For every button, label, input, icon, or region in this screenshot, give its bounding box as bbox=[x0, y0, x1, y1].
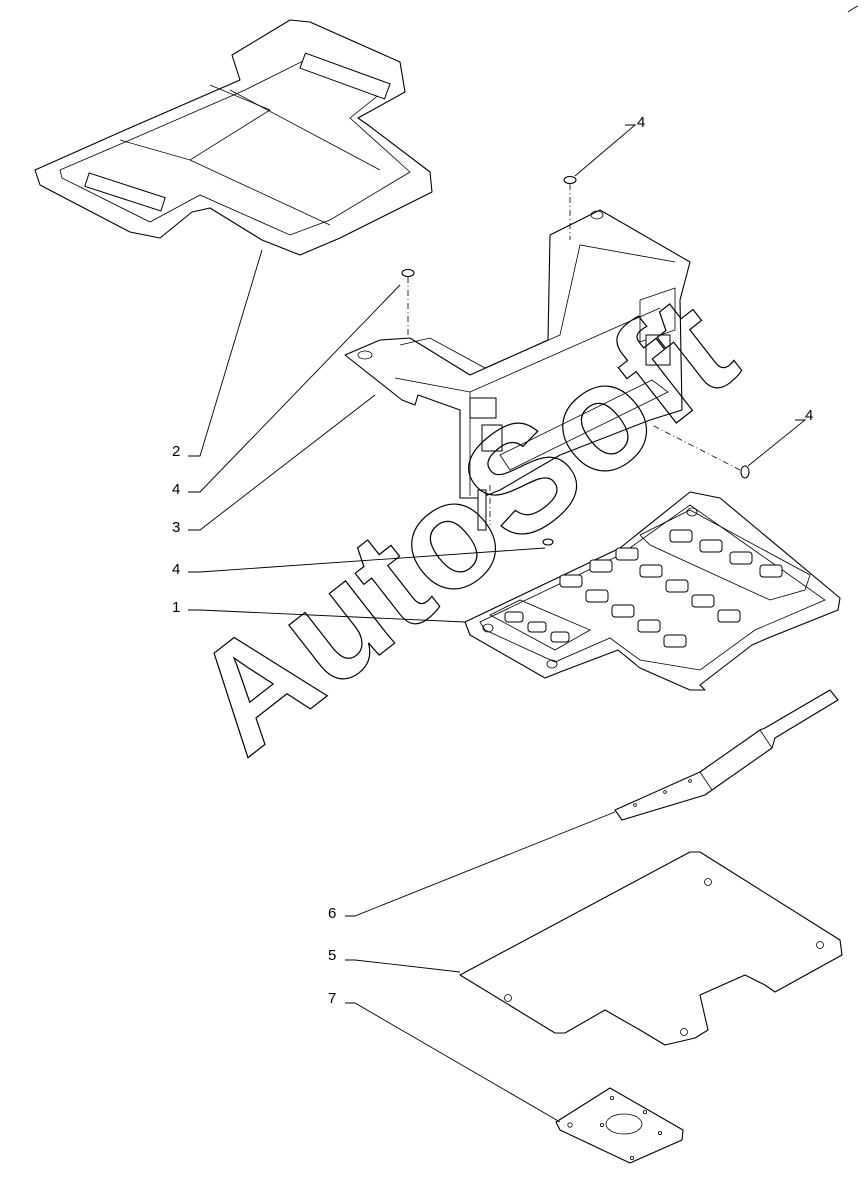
fastener-b bbox=[401, 268, 415, 278]
part-7-mounting-plate bbox=[555, 1087, 684, 1164]
callout-2: 2 bbox=[172, 443, 180, 460]
corner-mark-icon bbox=[847, 5, 859, 13]
callout-3: 3 bbox=[172, 519, 180, 536]
part-2-upper-mat bbox=[34, 19, 433, 256]
fastener-a bbox=[563, 175, 577, 185]
part-1-lower-tray bbox=[464, 491, 841, 691]
part-4-fasteners bbox=[401, 175, 750, 546]
callout-4-d: 4 bbox=[805, 407, 813, 424]
part-3-riser-panel bbox=[344, 209, 691, 499]
fastener-d bbox=[542, 538, 554, 546]
callout-6: 6 bbox=[328, 905, 336, 922]
callout-5: 5 bbox=[328, 947, 336, 964]
leader-lines bbox=[188, 124, 807, 1123]
callout-7: 7 bbox=[328, 990, 336, 1007]
callout-1: 1 bbox=[172, 599, 180, 616]
part-5-flat-plate bbox=[459, 851, 843, 1046]
tray-slots bbox=[504, 529, 783, 648]
callout-4-b: 4 bbox=[172, 561, 180, 578]
callout-labels: 2 4 3 4 1 4 4 6 5 7 bbox=[172, 114, 813, 1007]
callout-4-c: 4 bbox=[637, 114, 645, 131]
callout-4-a: 4 bbox=[172, 481, 180, 498]
fastener-c bbox=[740, 465, 750, 479]
part-6-bracket-strip bbox=[614, 689, 839, 821]
